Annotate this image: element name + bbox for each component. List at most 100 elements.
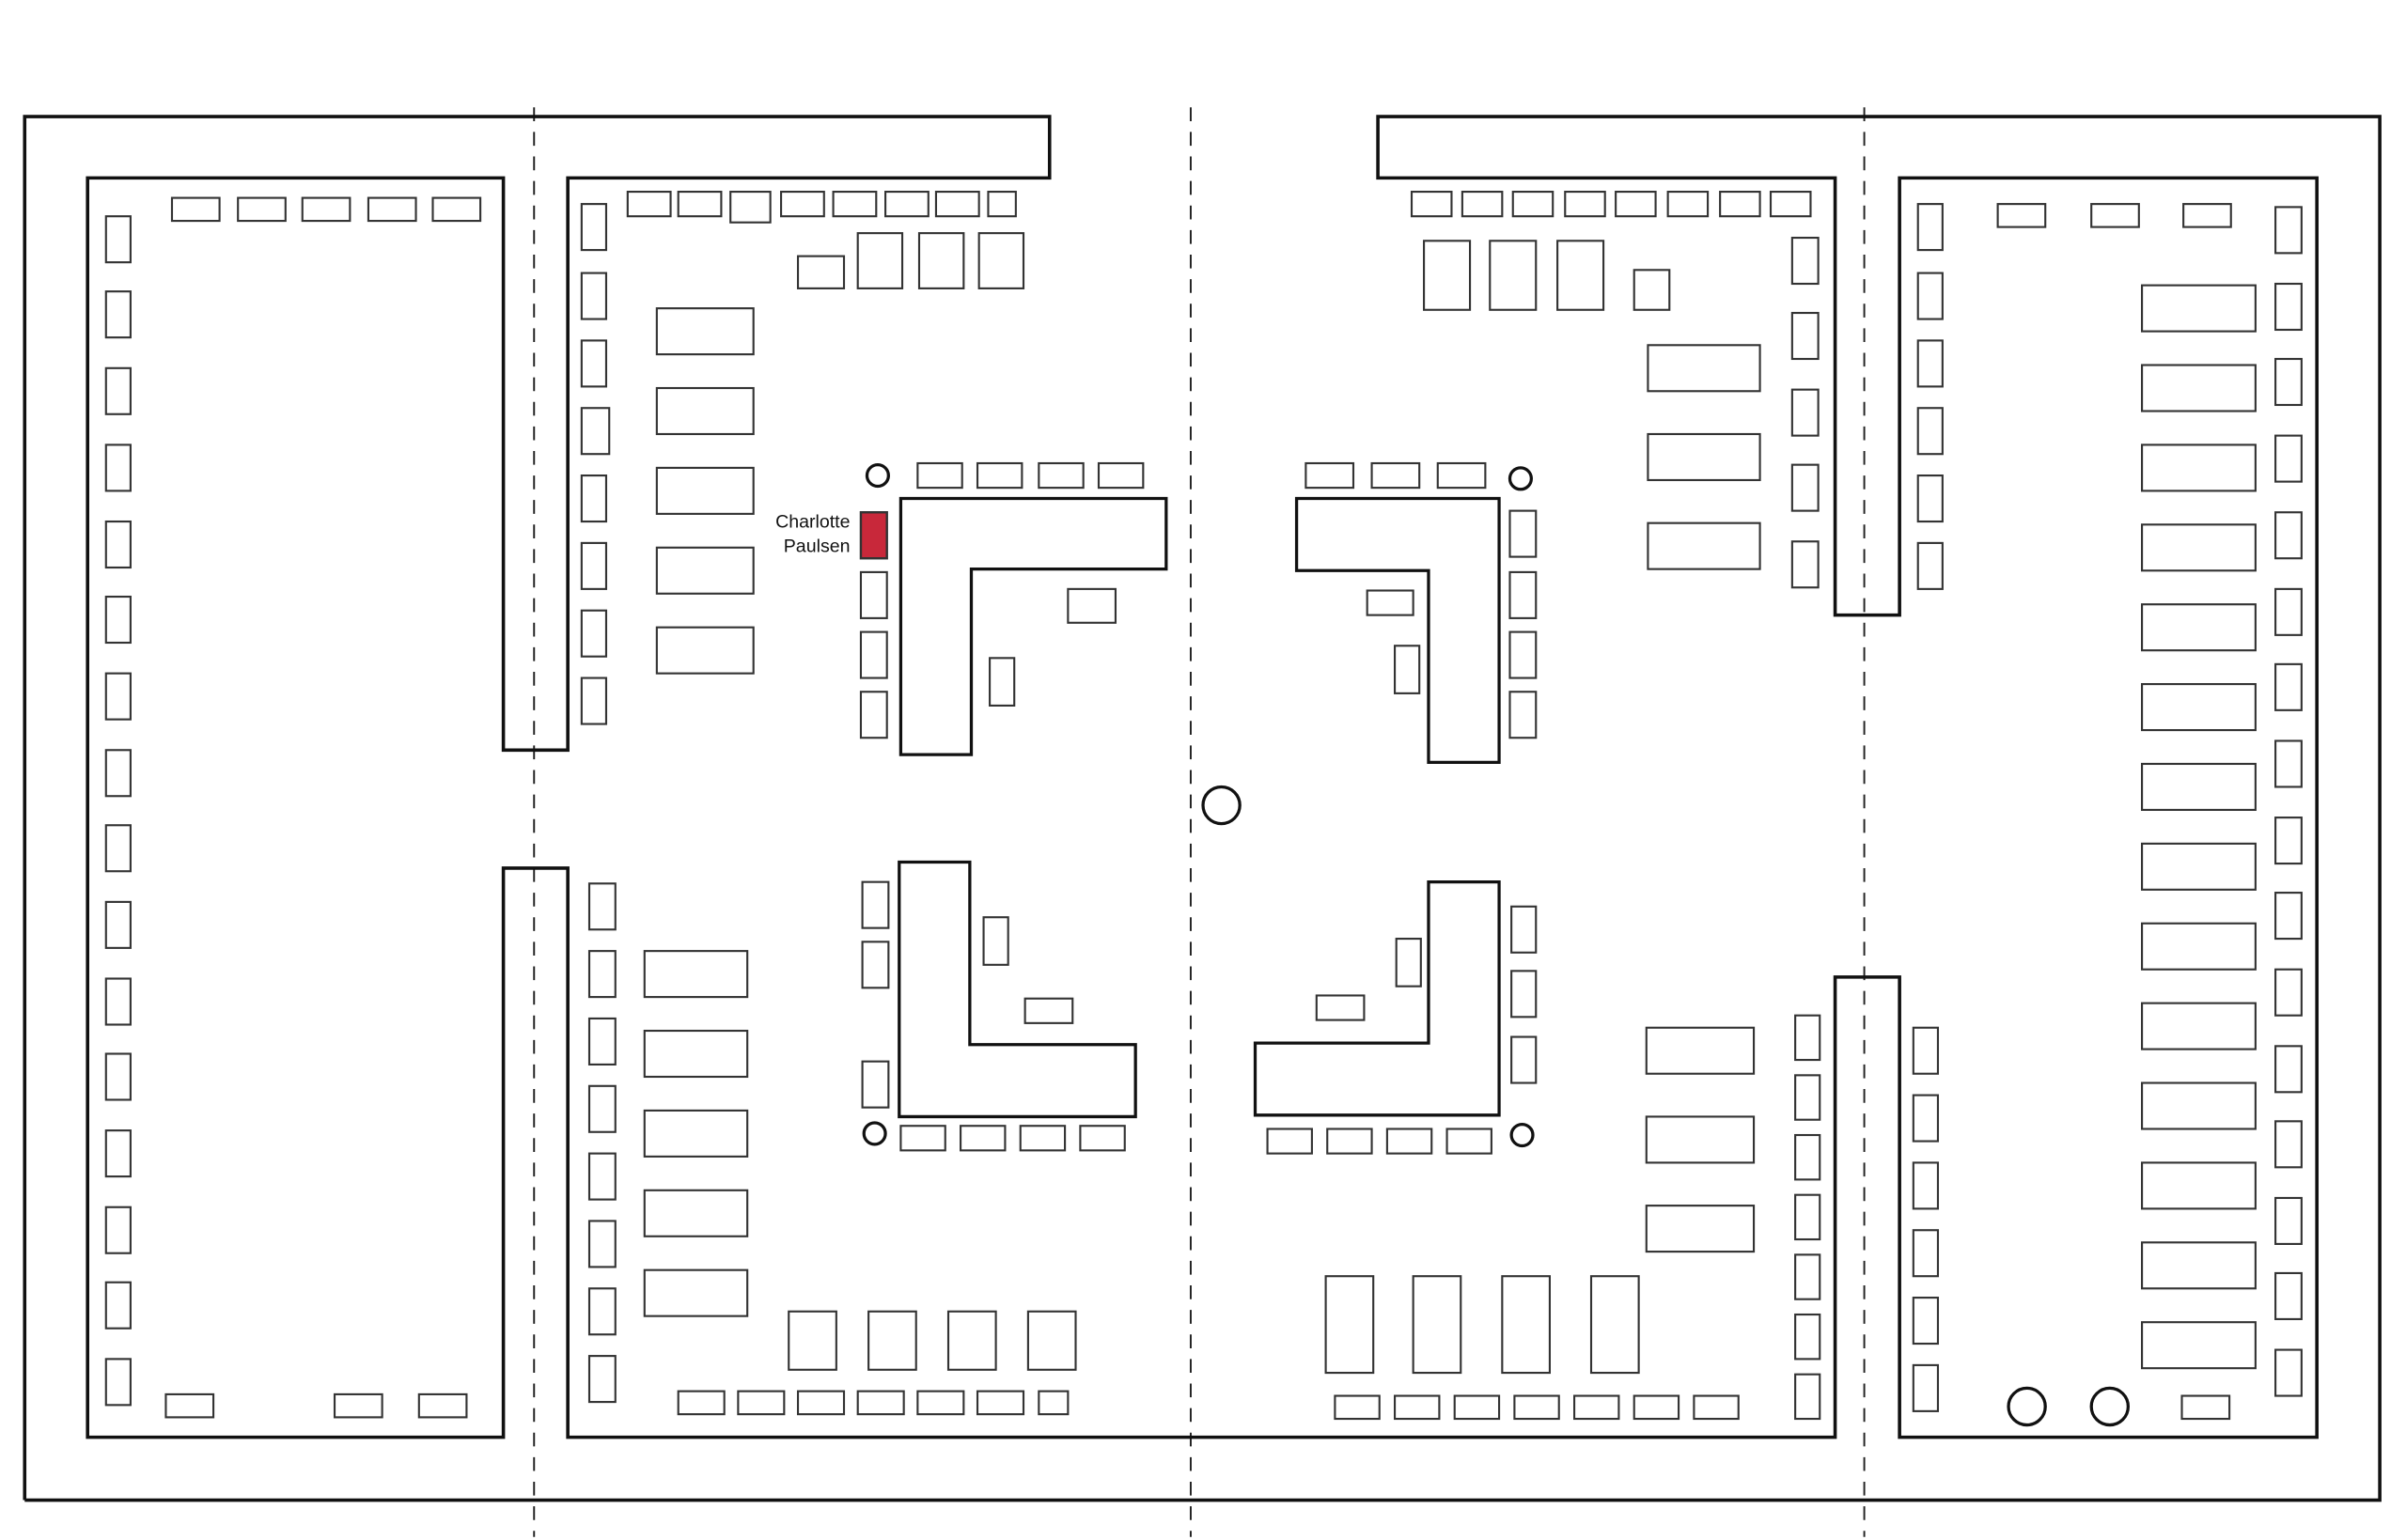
table[interactable] bbox=[2141, 842, 2257, 891]
chair[interactable] bbox=[1461, 190, 1504, 218]
l-desk[interactable] bbox=[1294, 496, 1501, 764]
chair[interactable] bbox=[2274, 662, 2303, 711]
table[interactable] bbox=[2141, 683, 2257, 732]
chair[interactable] bbox=[104, 1052, 132, 1101]
chair[interactable] bbox=[1916, 474, 1944, 523]
chair[interactable] bbox=[2090, 203, 2140, 228]
table[interactable] bbox=[1645, 1115, 1756, 1164]
chair[interactable] bbox=[587, 1220, 617, 1268]
table[interactable] bbox=[643, 1189, 749, 1237]
chair[interactable] bbox=[1508, 691, 1538, 739]
chair[interactable] bbox=[1513, 1394, 1560, 1421]
chair[interactable] bbox=[2274, 1120, 2303, 1169]
chair[interactable] bbox=[1693, 1394, 1740, 1421]
chair[interactable] bbox=[1666, 190, 1710, 218]
chair[interactable] bbox=[2182, 203, 2232, 228]
chair[interactable] bbox=[2274, 282, 2303, 332]
chair[interactable] bbox=[580, 272, 608, 320]
table[interactable] bbox=[2141, 922, 2257, 971]
chair[interactable] bbox=[1790, 236, 1820, 286]
chair[interactable] bbox=[164, 1392, 215, 1419]
chair[interactable] bbox=[1326, 1128, 1373, 1155]
chair[interactable] bbox=[1038, 1390, 1070, 1416]
chair[interactable] bbox=[587, 882, 617, 931]
table[interactable] bbox=[1501, 1275, 1551, 1375]
chair[interactable] bbox=[729, 190, 772, 224]
chair[interactable] bbox=[859, 691, 888, 739]
chair[interactable] bbox=[899, 1125, 946, 1152]
chair[interactable] bbox=[2274, 357, 2303, 407]
chair[interactable] bbox=[1079, 1125, 1126, 1152]
chair[interactable] bbox=[1790, 540, 1820, 589]
chair[interactable] bbox=[1794, 1373, 1821, 1421]
chair[interactable] bbox=[1912, 1363, 1940, 1412]
chair[interactable] bbox=[1038, 461, 1085, 490]
table[interactable] bbox=[1647, 344, 1761, 393]
chair[interactable] bbox=[1445, 1128, 1492, 1155]
chair[interactable] bbox=[417, 1392, 468, 1419]
chair[interactable] bbox=[333, 1392, 383, 1419]
chair[interactable] bbox=[2274, 511, 2303, 560]
chair[interactable] bbox=[856, 1390, 905, 1416]
chair[interactable] bbox=[104, 520, 132, 569]
table[interactable] bbox=[2141, 443, 2257, 492]
table[interactable] bbox=[2141, 523, 2257, 572]
table[interactable] bbox=[655, 626, 755, 675]
chair[interactable] bbox=[1019, 1125, 1067, 1152]
chair[interactable] bbox=[677, 1390, 726, 1416]
l-desk[interactable] bbox=[898, 496, 1168, 756]
table[interactable] bbox=[655, 546, 755, 595]
chair[interactable] bbox=[1633, 1394, 1680, 1421]
chair[interactable] bbox=[1912, 1161, 1940, 1210]
chair[interactable] bbox=[1769, 190, 1812, 218]
table[interactable] bbox=[1589, 1275, 1640, 1375]
chair[interactable] bbox=[1366, 589, 1414, 616]
chair[interactable] bbox=[587, 1084, 617, 1133]
chair[interactable] bbox=[1790, 388, 1820, 437]
chair[interactable] bbox=[1370, 461, 1421, 490]
chair[interactable] bbox=[2180, 1394, 2231, 1421]
chair[interactable] bbox=[104, 595, 132, 645]
chair[interactable] bbox=[1572, 1394, 1620, 1421]
table[interactable] bbox=[643, 1029, 749, 1079]
table[interactable] bbox=[946, 1310, 997, 1371]
chair[interactable] bbox=[1912, 1229, 1940, 1278]
table[interactable] bbox=[2141, 603, 2257, 652]
chair[interactable] bbox=[677, 190, 723, 218]
chair[interactable] bbox=[170, 196, 221, 223]
chair[interactable] bbox=[1916, 541, 1944, 590]
chair[interactable] bbox=[1916, 203, 1944, 252]
chair[interactable] bbox=[587, 1017, 617, 1066]
chair[interactable] bbox=[2274, 1348, 2303, 1397]
table[interactable] bbox=[1026, 1310, 1077, 1371]
table[interactable] bbox=[1423, 240, 1472, 311]
chair[interactable] bbox=[104, 749, 132, 798]
chair[interactable] bbox=[1453, 1394, 1501, 1421]
chair[interactable] bbox=[1615, 190, 1657, 218]
l-desk[interactable] bbox=[898, 860, 1137, 1119]
chair[interactable] bbox=[1023, 997, 1074, 1024]
chair[interactable] bbox=[2274, 739, 2303, 788]
chair[interactable] bbox=[626, 190, 672, 218]
chair[interactable] bbox=[104, 1206, 132, 1254]
chair[interactable] bbox=[2274, 206, 2303, 255]
table[interactable] bbox=[1645, 1026, 1756, 1075]
chair[interactable] bbox=[587, 1287, 617, 1336]
chair[interactable] bbox=[1508, 570, 1538, 619]
table[interactable] bbox=[2141, 1081, 2257, 1130]
chair[interactable] bbox=[104, 1281, 132, 1330]
chair[interactable] bbox=[982, 916, 1009, 966]
table[interactable] bbox=[2141, 364, 2257, 412]
chair[interactable] bbox=[1912, 1094, 1940, 1143]
chair[interactable] bbox=[1912, 1026, 1940, 1075]
chair[interactable] bbox=[580, 677, 608, 725]
chair[interactable] bbox=[104, 366, 132, 415]
table[interactable] bbox=[655, 466, 755, 515]
chair[interactable] bbox=[431, 196, 482, 223]
table[interactable] bbox=[977, 232, 1025, 289]
chair[interactable] bbox=[1436, 461, 1487, 490]
chair[interactable] bbox=[1564, 190, 1606, 218]
chair[interactable] bbox=[367, 196, 417, 223]
chair[interactable] bbox=[861, 1060, 890, 1109]
table[interactable] bbox=[643, 950, 749, 999]
